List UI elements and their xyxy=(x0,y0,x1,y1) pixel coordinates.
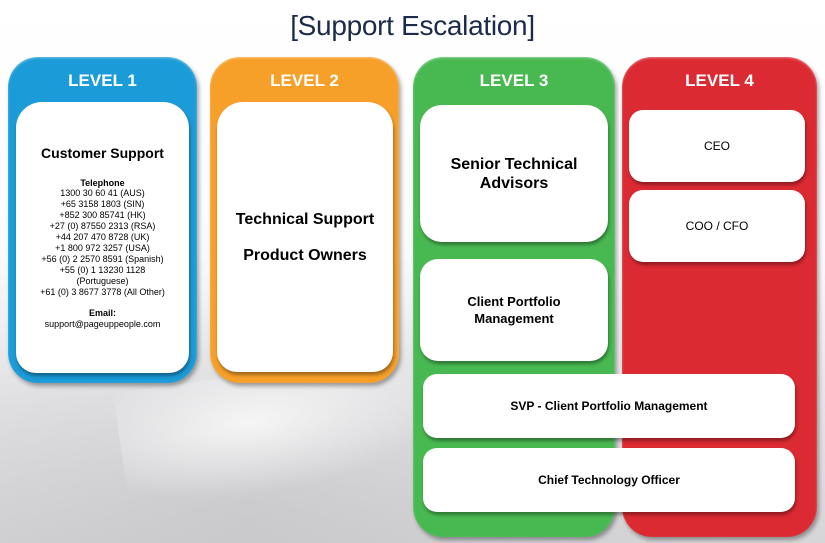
telephone-label: Telephone xyxy=(80,178,125,188)
telephone-line: 1300 30 60 41 (AUS) xyxy=(60,188,145,198)
coo-cfo-card: COO / CFO xyxy=(629,190,805,262)
client-portfolio-management-card: Client Portfolio Management xyxy=(420,259,608,361)
svp-client-portfolio-management-card: SVP - Client Portfolio Management xyxy=(423,374,795,438)
svp-client-portfolio-management-label: SVP - Client Portfolio Management xyxy=(510,399,708,413)
ceo-label: CEO xyxy=(703,139,730,153)
telephone-line: +44 207 470 8728 (UK) xyxy=(55,232,150,242)
product-owners-label: Product Owners xyxy=(243,246,367,264)
technical-support-label: Technical Support xyxy=(235,210,375,228)
client-portfolio-management-line-2: Management xyxy=(474,311,554,326)
level-3-header: LEVEL 3 xyxy=(479,71,549,90)
email-label: Email: xyxy=(88,308,116,318)
telephone-list: 1300 30 60 41 (AUS) +65 3158 1803 (SIN) … xyxy=(40,188,165,298)
level-1-header: LEVEL 1 xyxy=(68,71,137,90)
level-4-header: LEVEL 4 xyxy=(685,71,754,90)
telephone-line: +56 (0) 2 2570 8591 (Spanish) xyxy=(41,254,164,264)
telephone-line: +1 800 972 3257 (USA) xyxy=(55,243,150,253)
client-portfolio-management-line-1: Client Portfolio xyxy=(467,294,561,309)
senior-technical-advisors-line-2: Advisors xyxy=(479,174,549,192)
technical-support-card: Technical Support Product Owners xyxy=(217,102,393,372)
senior-technical-advisors-card: Senior Technical Advisors xyxy=(420,105,608,242)
coo-cfo-label: COO / CFO xyxy=(685,219,749,233)
telephone-line: +852 300 85741 (HK) xyxy=(59,210,146,220)
telephone-line: +27 (0) 87550 2313 (RSA) xyxy=(49,221,156,231)
ceo-card: CEO xyxy=(629,110,805,182)
page-title: [Support Escalation] xyxy=(290,10,535,41)
customer-support-heading: Customer Support xyxy=(41,145,164,161)
telephone-line: +61 (0) 3 8677 3778 (All Other) xyxy=(40,287,165,297)
chief-technology-officer-card: Chief Technology Officer xyxy=(423,448,795,512)
senior-technical-advisors-line-1: Senior Technical xyxy=(450,155,578,173)
level-2-header: LEVEL 2 xyxy=(270,71,339,90)
telephone-line: +65 3158 1803 (SIN) xyxy=(60,199,145,209)
customer-support-card: Customer Support Telephone 1300 30 60 41… xyxy=(16,102,189,373)
telephone-line: (Portuguese) xyxy=(76,276,129,286)
chief-technology-officer-label: Chief Technology Officer xyxy=(538,473,680,487)
telephone-line: +55 (0) 1 13230 1128 xyxy=(59,265,146,275)
support-email[interactable]: support@pageuppeople.com xyxy=(44,319,161,329)
